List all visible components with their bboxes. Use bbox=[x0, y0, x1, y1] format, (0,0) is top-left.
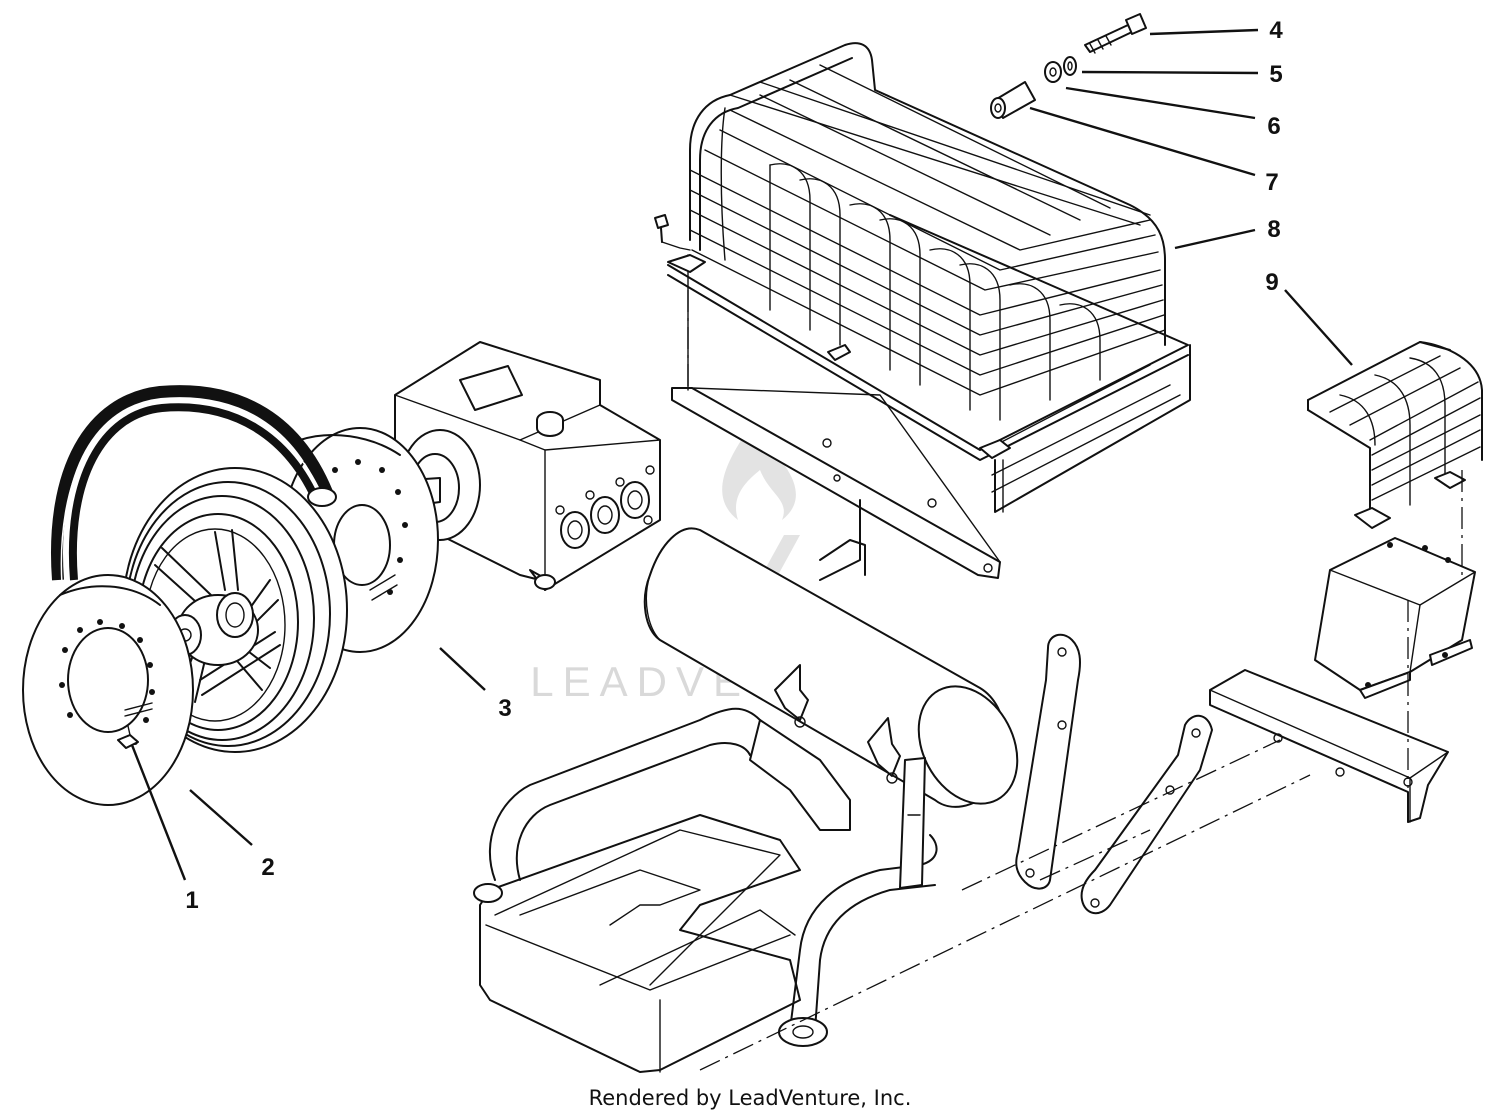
callout-6: 6 bbox=[1267, 113, 1280, 140]
callout-leaders bbox=[130, 28, 1353, 881]
drive-belts bbox=[51, 385, 337, 586]
electrical-box bbox=[1314, 537, 1476, 699]
brace bbox=[1080, 714, 1213, 915]
callout-4: 4 bbox=[1269, 17, 1283, 44]
bolt bbox=[1084, 13, 1147, 54]
spacer bbox=[990, 81, 1036, 119]
small-guard-cage bbox=[1307, 341, 1483, 529]
footer-credit: Rendered by LeadVenture, Inc. bbox=[588, 1086, 912, 1110]
plate-bolt-holes bbox=[59, 619, 155, 745]
callout-9: 9 bbox=[1265, 269, 1278, 296]
assembly-center-lines bbox=[687, 290, 1463, 1071]
callout-2: 2 bbox=[261, 854, 274, 881]
base-frame bbox=[473, 707, 938, 1073]
lock-washer bbox=[1063, 56, 1077, 76]
rear-pulley-plate bbox=[22, 574, 194, 806]
support-strap bbox=[1015, 633, 1081, 890]
compressor-pump bbox=[394, 341, 661, 591]
mounting-rail bbox=[671, 387, 1001, 581]
callout-5: 5 bbox=[1269, 61, 1282, 88]
callout-8: 8 bbox=[1267, 216, 1280, 243]
callout-7: 7 bbox=[1265, 169, 1278, 196]
air-tank bbox=[643, 527, 1019, 889]
flat-washer bbox=[1044, 61, 1062, 83]
callout-3: 3 bbox=[498, 695, 511, 722]
callout-labels: 1 2 3 4 5 6 7 8 9 bbox=[185, 17, 1283, 914]
hub-plate bbox=[117, 725, 139, 749]
mounting-bracket bbox=[1209, 669, 1449, 823]
belt-guard-cage bbox=[654, 42, 1191, 513]
callout-1: 1 bbox=[185, 887, 198, 914]
